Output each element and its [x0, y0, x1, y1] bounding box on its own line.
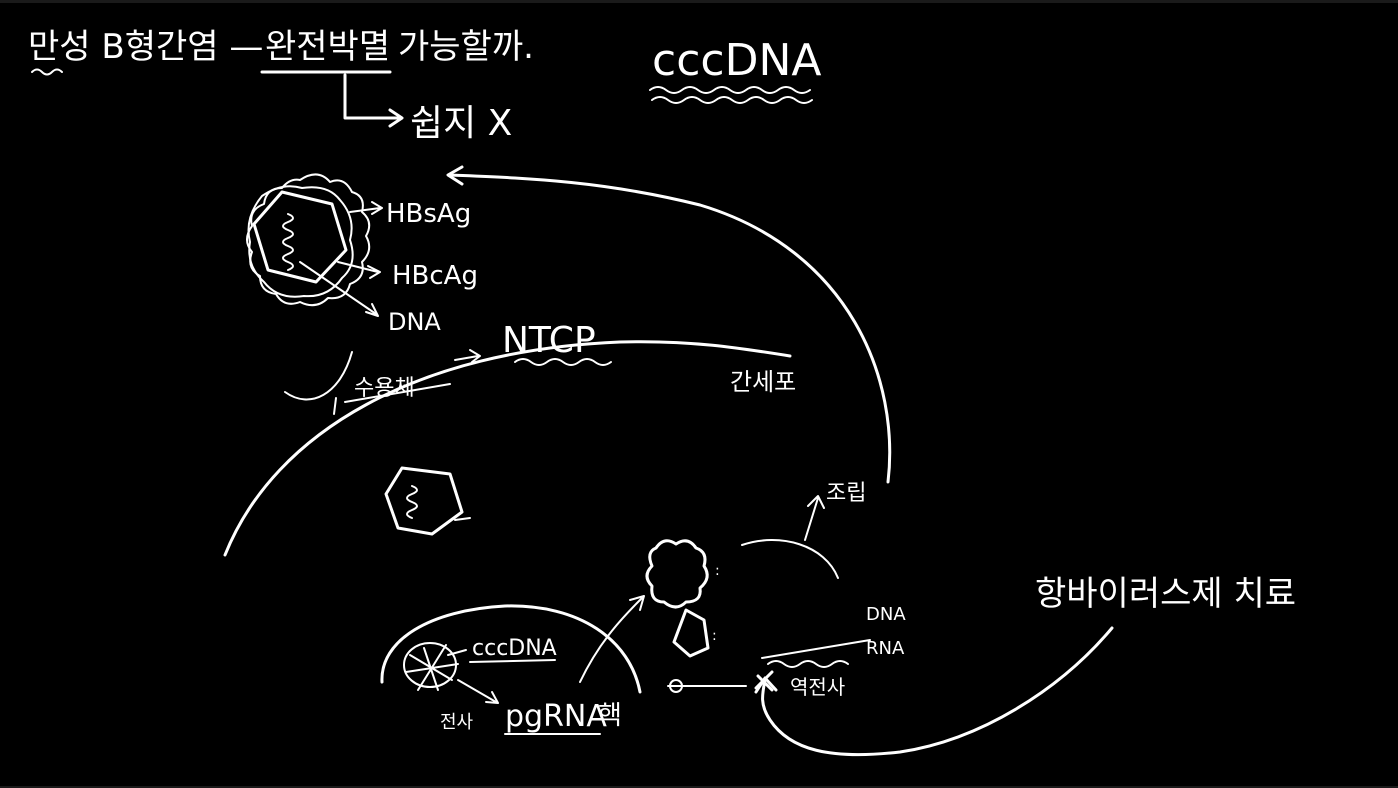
hepatocyte-membrane — [223, 340, 792, 557]
transcription-arrow — [457, 679, 499, 704]
viral-dna-coil — [282, 213, 294, 271]
capsid-blob — [672, 608, 710, 658]
capsid-tail — [454, 517, 471, 521]
label-rt-reverse: 역전사 — [790, 675, 845, 699]
arrow-hbcag — [337, 261, 381, 279]
dots-1: : — [715, 563, 720, 579]
capsid-in-cell — [384, 466, 464, 536]
release-arrowhead — [446, 165, 464, 186]
arrow-dna — [299, 261, 379, 317]
label-hbcag: HBcAg — [392, 261, 478, 291]
virion: HBsAg HBcAg DNA — [246, 173, 478, 336]
title-sub: 쉽지 X — [410, 103, 512, 144]
ntcp-wavy-underline — [514, 358, 612, 366]
ribosome-blob — [645, 539, 709, 609]
dots-2: : — [712, 628, 717, 644]
label-cccdna-nucleus: cccDNA — [472, 636, 557, 661]
assembly-arc — [741, 539, 839, 579]
cccdna-heading: cccDNA — [652, 35, 821, 86]
capsid-dna-coil — [406, 485, 418, 519]
receptor-cup — [284, 351, 353, 401]
cccdna-wavy-underline-2 — [651, 96, 813, 104]
label-ntcp: NTCP — [502, 320, 596, 361]
receptor-stem — [333, 397, 337, 415]
title-tail: 가능할까. — [398, 27, 534, 67]
label-hbsag: HBsAg — [386, 199, 471, 229]
title-arrow — [343, 73, 404, 128]
assembly-arrow — [804, 495, 825, 541]
rt-strand — [761, 639, 871, 659]
receptor-underline — [344, 383, 451, 403]
label-treatment: 항바이러스제 치료 — [1035, 574, 1296, 614]
arrow-to-ntcp — [454, 349, 481, 363]
wavy-underline-man — [31, 68, 63, 76]
label-rt-dna: DNA — [866, 604, 906, 625]
treatment-arrow — [761, 626, 1114, 757]
label-receptor: 수용체 — [354, 376, 415, 401]
capsid-link-knob — [669, 679, 683, 693]
bottom-border — [0, 786, 1398, 788]
label-assembly: 조립 — [826, 481, 866, 506]
label-dna: DNA — [388, 308, 441, 336]
nucleus-membrane — [380, 604, 642, 694]
cccdna-pointer — [447, 649, 467, 656]
release-arrow — [448, 173, 892, 484]
capsid-hexagon — [252, 190, 348, 284]
rt-wavy-strand — [767, 660, 849, 668]
label-hepatocyte: 간세포 — [730, 368, 796, 396]
label-nucleus: 핵 — [598, 701, 622, 731]
export-arrow — [579, 595, 645, 683]
top-border — [0, 0, 1398, 3]
label-rt-rna: RNA — [866, 638, 905, 659]
title-main: 만성 B형간염 — — [28, 27, 263, 67]
title-underlined: 완전박멸 — [265, 27, 390, 67]
arrow-hbsag — [349, 201, 383, 215]
cccdna-tangle — [403, 642, 459, 691]
label-transcription: 전사 — [440, 712, 474, 733]
virion-envelope-inner — [247, 185, 354, 298]
label-pgrna: pgRNA — [505, 699, 607, 734]
treatment-arrowhead — [754, 676, 778, 694]
cccdna-nucleus-underline — [469, 659, 556, 663]
cccdna-wavy-underline-1 — [649, 86, 811, 94]
